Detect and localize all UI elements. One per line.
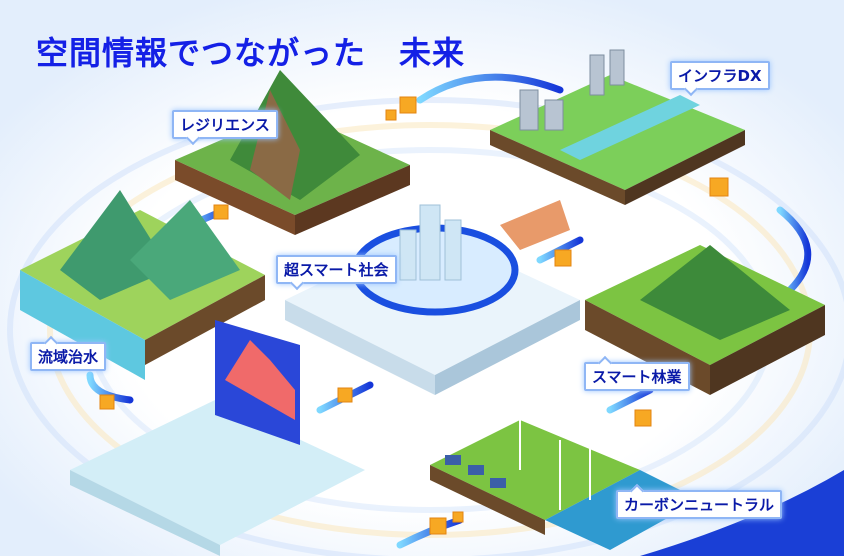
page-title: 空間情報でつながった 未来 <box>36 34 466 72</box>
tile-infra-dx <box>490 49 745 205</box>
label-smart-forestry: スマート林業 <box>584 362 690 391</box>
data-cubes <box>99 96 729 535</box>
tile-resilience <box>175 70 410 235</box>
tile-data-platform <box>70 320 365 556</box>
label-carbon-neutral: カーボンニュートラル <box>616 490 783 519</box>
label-river-basin: 流域治水 <box>30 342 107 371</box>
tile-river-basin <box>20 190 265 380</box>
label-resilience: レジリエンス <box>172 110 278 139</box>
label-super-smart-society: 超スマート社会 <box>276 255 397 284</box>
corner-swoosh <box>640 470 844 556</box>
label-infra-dx: インフラDX <box>670 61 770 90</box>
